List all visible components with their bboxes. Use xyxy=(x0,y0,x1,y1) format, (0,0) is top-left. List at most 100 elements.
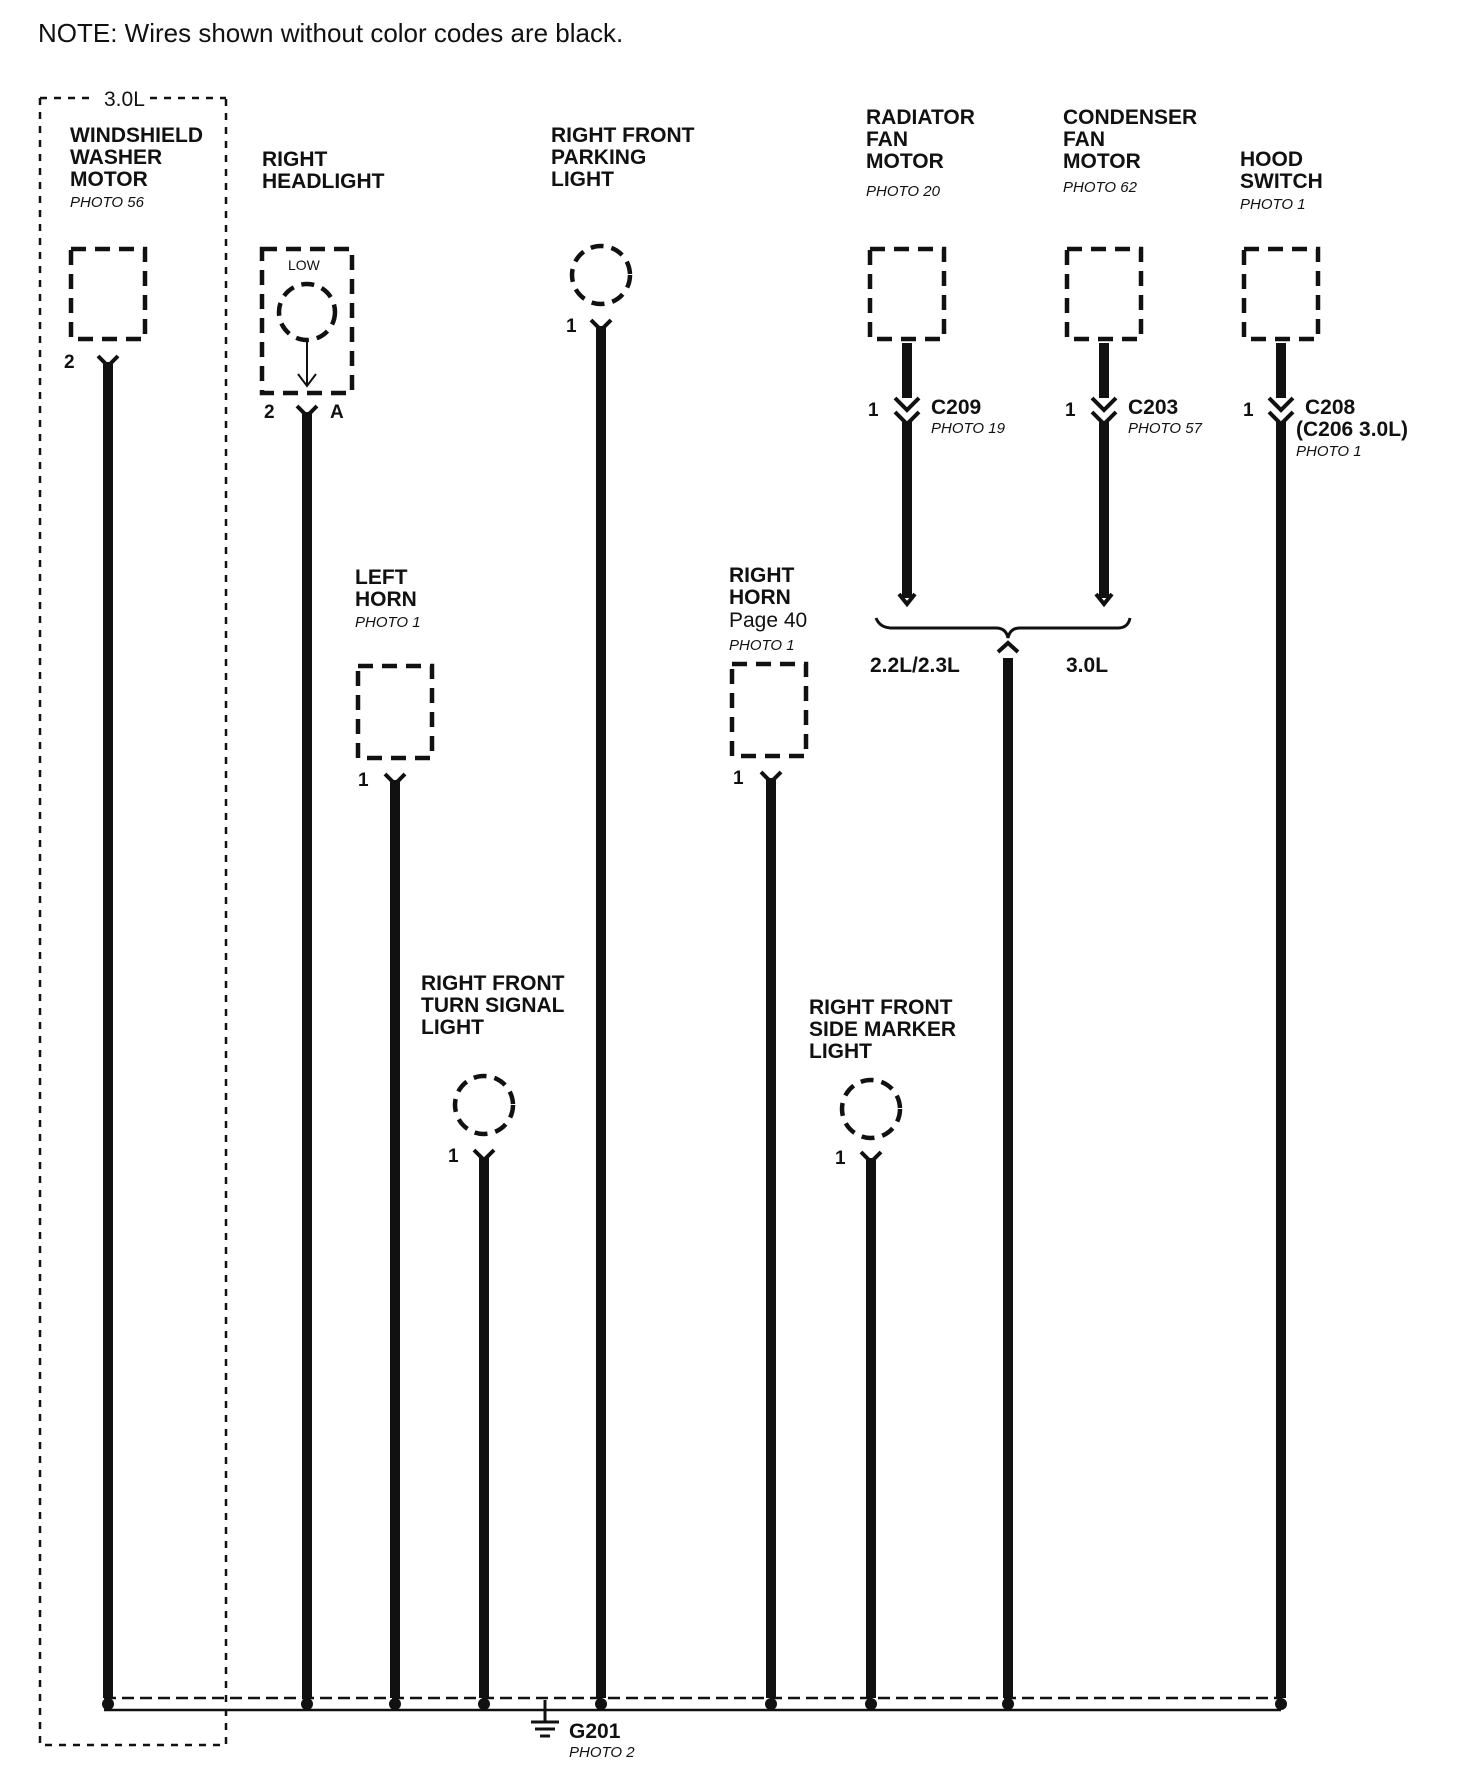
left-horn-label-2: HORN xyxy=(355,588,417,611)
radiator-label-3: MOTOR xyxy=(866,150,944,173)
turn-signal-pin: 1 xyxy=(448,1146,459,1167)
engine-option-brace xyxy=(874,617,1132,639)
condenser-label-3: MOTOR xyxy=(1063,150,1141,173)
parking-label-3: LIGHT xyxy=(551,168,614,191)
splice-right-horn xyxy=(765,1698,777,1710)
splice-fan-common xyxy=(1002,1698,1014,1710)
splice-hood xyxy=(1275,1698,1287,1710)
headlight-label-1: RIGHT xyxy=(262,148,328,171)
diagram-note: NOTE: Wires shown without color codes ar… xyxy=(38,18,623,48)
headlight-low-label: LOW xyxy=(288,257,321,273)
ground-symbol-icon xyxy=(531,1700,559,1738)
terminal-left-horn xyxy=(383,772,407,787)
right-horn-symbol xyxy=(729,661,809,759)
terminal-turn-signal xyxy=(472,1148,496,1163)
splice-turn-signal xyxy=(478,1698,490,1710)
hood-label-2: SWITCH xyxy=(1240,170,1323,193)
turn-signal-symbol xyxy=(452,1073,516,1137)
terminal-caps xyxy=(96,318,1114,1165)
radiator-pin: 1 xyxy=(868,400,879,421)
connector-c208-label: C208 xyxy=(1305,396,1356,419)
inline-connectors xyxy=(893,396,1295,427)
option-box-outline xyxy=(38,98,228,1747)
terminal-washer xyxy=(96,354,120,369)
headlight-pin: 2 xyxy=(264,402,275,423)
connector-c209-label: C209 xyxy=(931,396,981,419)
headlight-pin-a: A xyxy=(330,402,344,423)
turn-signal-label-2: TURN SIGNAL xyxy=(421,994,565,1017)
parking-pin: 1 xyxy=(566,316,577,337)
connector-c203-label: C203 xyxy=(1128,396,1178,419)
side-marker-label-3: LIGHT xyxy=(809,1040,872,1063)
headlight-bulb-symbol xyxy=(276,281,338,343)
connector-c203-symbol xyxy=(1090,396,1118,427)
splice-headlight xyxy=(301,1698,313,1710)
terminal-fan-common xyxy=(996,640,1020,654)
headlight-label-2: HEADLIGHT xyxy=(262,170,385,193)
connector-c206-label: (C206 3.0L) xyxy=(1296,418,1408,441)
condenser-motor-symbol xyxy=(1064,246,1144,342)
turn-signal-label-1: RIGHT FRONT xyxy=(421,972,565,995)
ground-photo: PHOTO 2 xyxy=(569,1744,635,1761)
radiator-photo: PHOTO 20 xyxy=(866,183,941,200)
right-horn-pin: 1 xyxy=(733,768,744,789)
brace-label-left: 2.2L/2.3L xyxy=(870,654,960,677)
parking-label-2: PARKING xyxy=(551,146,646,169)
splice-parking xyxy=(595,1698,607,1710)
connector-c209-photo: PHOTO 19 xyxy=(931,420,1006,437)
brace-label-right: 3.0L xyxy=(1066,654,1108,677)
condenser-label-2: FAN xyxy=(1063,128,1105,151)
hood-label-1: HOOD xyxy=(1240,148,1303,171)
terminal-radiator-brace xyxy=(897,592,917,608)
turn-signal-label-3: LIGHT xyxy=(421,1016,484,1039)
splice-dots xyxy=(102,1698,1287,1710)
washer-motor-symbol xyxy=(68,246,148,342)
right-horn-photo: PHOTO 1 xyxy=(729,637,795,654)
terminal-condenser-brace xyxy=(1094,592,1114,608)
side-marker-pin: 1 xyxy=(835,1148,846,1169)
condenser-photo: PHOTO 62 xyxy=(1063,179,1138,196)
connector-c208-symbol xyxy=(1267,396,1295,427)
right-horn-label-2: HORN xyxy=(729,586,791,609)
terminal-right-horn xyxy=(759,770,783,785)
terminal-parking xyxy=(589,318,613,333)
hood-pin: 1 xyxy=(1243,400,1254,421)
connector-c208-photo: PHOTO 1 xyxy=(1296,443,1362,460)
terminal-side-marker xyxy=(859,1150,883,1165)
washer-label-1: WINDSHIELD xyxy=(70,124,203,147)
right-horn-label-1: RIGHT xyxy=(729,564,795,587)
headlight-lead xyxy=(297,340,317,388)
splice-left-horn xyxy=(389,1698,401,1710)
connector-c209-symbol xyxy=(893,396,921,427)
splice-side-marker xyxy=(865,1698,877,1710)
hood-photo: PHOTO 1 xyxy=(1240,196,1306,213)
parking-light-symbol xyxy=(569,243,633,307)
left-horn-symbol xyxy=(355,663,435,761)
ground-label: G201 xyxy=(569,1720,621,1743)
condenser-label-1: CONDENSER xyxy=(1063,106,1197,129)
condenser-pin: 1 xyxy=(1065,400,1076,421)
side-marker-label-2: SIDE MARKER xyxy=(809,1018,956,1041)
side-marker-label-1: RIGHT FRONT xyxy=(809,996,953,1019)
left-horn-label-1: LEFT xyxy=(355,566,408,589)
radiator-label-2: FAN xyxy=(866,128,908,151)
ground-wires xyxy=(103,326,1286,1698)
connector-c203-photo: PHOTO 57 xyxy=(1128,420,1203,437)
right-horn-page: Page 40 xyxy=(729,609,807,632)
washer-label-2: WASHER xyxy=(70,146,162,169)
option-box-label: 3.0L xyxy=(104,88,145,111)
washer-pin: 2 xyxy=(64,352,75,373)
radiator-label-1: RADIATOR xyxy=(866,106,975,129)
headlight-housing-symbol xyxy=(259,246,355,396)
left-horn-pin: 1 xyxy=(358,770,369,791)
radiator-motor-symbol xyxy=(867,246,947,342)
washer-label-3: MOTOR xyxy=(70,168,148,191)
parking-label-1: RIGHT FRONT xyxy=(551,124,695,147)
left-horn-photo: PHOTO 1 xyxy=(355,614,421,631)
hood-switch-symbol xyxy=(1241,246,1321,342)
side-marker-symbol xyxy=(839,1077,903,1141)
terminal-headlight xyxy=(295,404,319,419)
washer-photo: PHOTO 56 xyxy=(70,194,145,211)
